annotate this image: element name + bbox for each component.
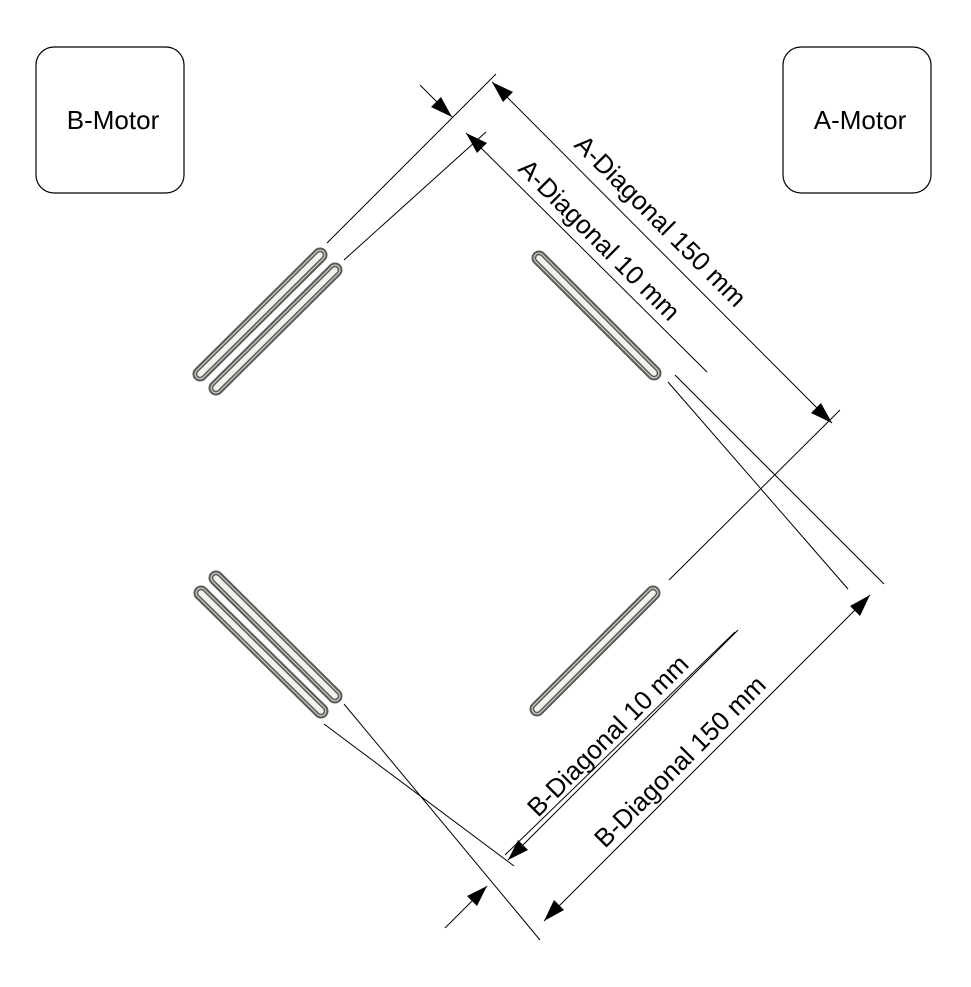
arrow-head [466, 133, 487, 153]
arrow-head [811, 403, 832, 423]
a-motor-label: A-Motor [814, 105, 907, 135]
b-diagonal-10-dimension [444, 629, 739, 929]
slot-bottom-left-inner [208, 570, 343, 704]
slot-top-right [531, 250, 662, 381]
b-motor-block: B-Motor [35, 46, 185, 194]
b-motor-label: B-Motor [67, 105, 160, 135]
arrow-head [544, 900, 564, 921]
slot-group-bottom-left [193, 570, 343, 719]
arrow-head [492, 82, 513, 102]
slot-bottom-left-outer [193, 585, 329, 719]
a-diagonal-150-dimension [491, 81, 833, 424]
slot-bottom-right [529, 585, 661, 717]
arrow-head [431, 97, 452, 117]
arrow-head [467, 886, 487, 906]
slot-top-left-inner [208, 262, 343, 396]
arrow-head [850, 595, 870, 616]
a-motor-block: A-Motor [782, 46, 932, 194]
a-diagonal-10-dimension [419, 84, 708, 373]
slot-group-top-left [192, 247, 343, 396]
b-diagonal-150-label: B-Diagonal 150 mm [588, 670, 772, 854]
slot-top-left-outer [192, 247, 328, 382]
b-diagonal-extension-lines [323, 631, 736, 941]
b-diagonal-150-dimension [543, 594, 871, 922]
arrow-head [508, 840, 528, 860]
a-diagonal-extension-lines [326, 73, 885, 590]
